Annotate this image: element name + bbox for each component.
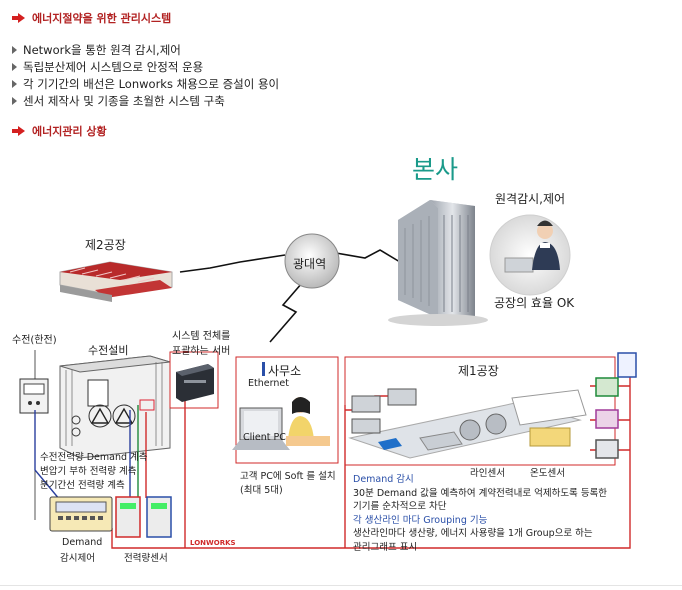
substation-icon — [59, 355, 171, 459]
factory1-line-icon — [348, 388, 587, 459]
wan-label: 광대역 — [293, 257, 327, 271]
power-sensor-icon — [115, 496, 172, 538]
list-item: 각 기기간의 배선은 Lonworks 채용으로 증설이 용이 — [12, 75, 279, 92]
hq-building-icon — [388, 200, 488, 326]
server-icon — [176, 364, 214, 402]
bullet-triangle-icon — [12, 79, 17, 88]
demand-desc-1: 30분 Demand 값을 예측하여 계약전력내로 억제하도록 등록한 — [353, 488, 608, 499]
factory1-label: 제1공장 — [458, 364, 499, 378]
list-item: 독립분산제어 시스템으로 안정적 운용 — [12, 58, 279, 75]
group-desc-2: 관리그래프 표시 — [353, 542, 418, 553]
list-item-text: 각 기기간의 배선은 Lonworks 채용으로 증설이 용이 — [23, 76, 280, 91]
wan-circle — [284, 233, 340, 289]
bullet-triangle-icon — [12, 45, 17, 54]
client-pc-icon — [232, 407, 290, 450]
wan-link-hq — [335, 249, 401, 263]
hq-label: 본사 — [412, 155, 459, 184]
remote-control-label: 원격감시,제어 — [495, 192, 566, 206]
list-item: Network을 통한 원격 감시,제어 — [12, 41, 279, 58]
demand-title: Demand 감시 — [353, 474, 414, 485]
section-title-text: 에너지절약을 위한 관리시스템 — [32, 12, 172, 25]
sensor-devices-icon — [595, 352, 637, 459]
efficiency-label: 공장의 효율 OK — [494, 296, 575, 310]
list-item-text: 센서 제작사 및 기종을 초월한 시스템 구축 — [23, 93, 225, 108]
demand-note-2: 변압기 부하 전력량 계측 — [40, 466, 137, 477]
demand-control-label: 감시제어 — [60, 553, 95, 564]
lonworks-label: LONWORKS — [190, 539, 236, 547]
server-label: 시스템 전체를 포괄하는 서버 — [172, 331, 231, 357]
utility-pole-icon — [19, 350, 49, 520]
operator-icon — [504, 220, 560, 273]
divider — [0, 585, 682, 586]
equipment-label: 수전설비 — [88, 344, 129, 357]
power-sensor-label: 전력량센서 — [124, 553, 168, 564]
ethernet-label: Ethernet — [248, 378, 289, 389]
wan-link-server — [269, 282, 303, 343]
section-title-text: 에너지관리 상황 — [32, 125, 107, 138]
receiving-label: 수전(한전) — [12, 335, 57, 346]
list-item: 센서 제작사 및 기종을 초월한 시스템 구축 — [12, 92, 279, 109]
demand-label: Demand — [62, 537, 103, 548]
office-note-2: (최대 5대) — [240, 485, 283, 496]
list-item-text: 독립분산제어 시스템으로 안정적 운용 — [23, 59, 204, 74]
section-title-energy-system: 에너지절약을 위한 관리시스템 — [12, 10, 171, 26]
list-item-text: Network을 통한 원격 감시,제어 — [23, 42, 181, 57]
demand-note-3: 분기간선 전력량 계측 — [40, 480, 125, 491]
demand-controller-icon — [49, 496, 113, 532]
section-title-energy-status: 에너지관리 상황 — [12, 123, 107, 139]
group-title: 각 생산라인 마다 Grouping 기능 — [353, 515, 488, 526]
bullet-triangle-icon — [12, 62, 17, 71]
temp-sensor-label: 온도센서 — [530, 468, 565, 479]
demand-desc-2: 기기를 순차적으로 차단 — [353, 501, 447, 512]
office-note-1: 고객 PC에 Soft 를 설치 — [240, 471, 336, 482]
group-desc-1: 생산라인마다 생산량, 에너지 사용량을 1개 Group으로 하는 — [353, 528, 593, 539]
arrow-icon — [12, 126, 26, 136]
office-worker-icon — [286, 397, 330, 446]
client-pc-label: Client PC — [243, 432, 286, 443]
call-circle — [489, 214, 571, 296]
bullet-triangle-icon — [12, 96, 17, 105]
factory2-label: 제2공장 — [85, 238, 126, 252]
energy-diagram — [19, 200, 637, 549]
line-sensor-label: 라인센서 — [470, 468, 505, 479]
feature-list: Network을 통한 원격 감시,제어 독립분산제어 시스템으로 안정적 운용… — [12, 41, 279, 109]
office-label: 사무소 — [268, 364, 302, 378]
factory2-icon — [59, 261, 173, 302]
arrow-icon — [12, 13, 26, 23]
demand-note-1: 수전전력량 Demand 계측 — [40, 452, 148, 463]
wan-link-factory2 — [179, 254, 286, 273]
